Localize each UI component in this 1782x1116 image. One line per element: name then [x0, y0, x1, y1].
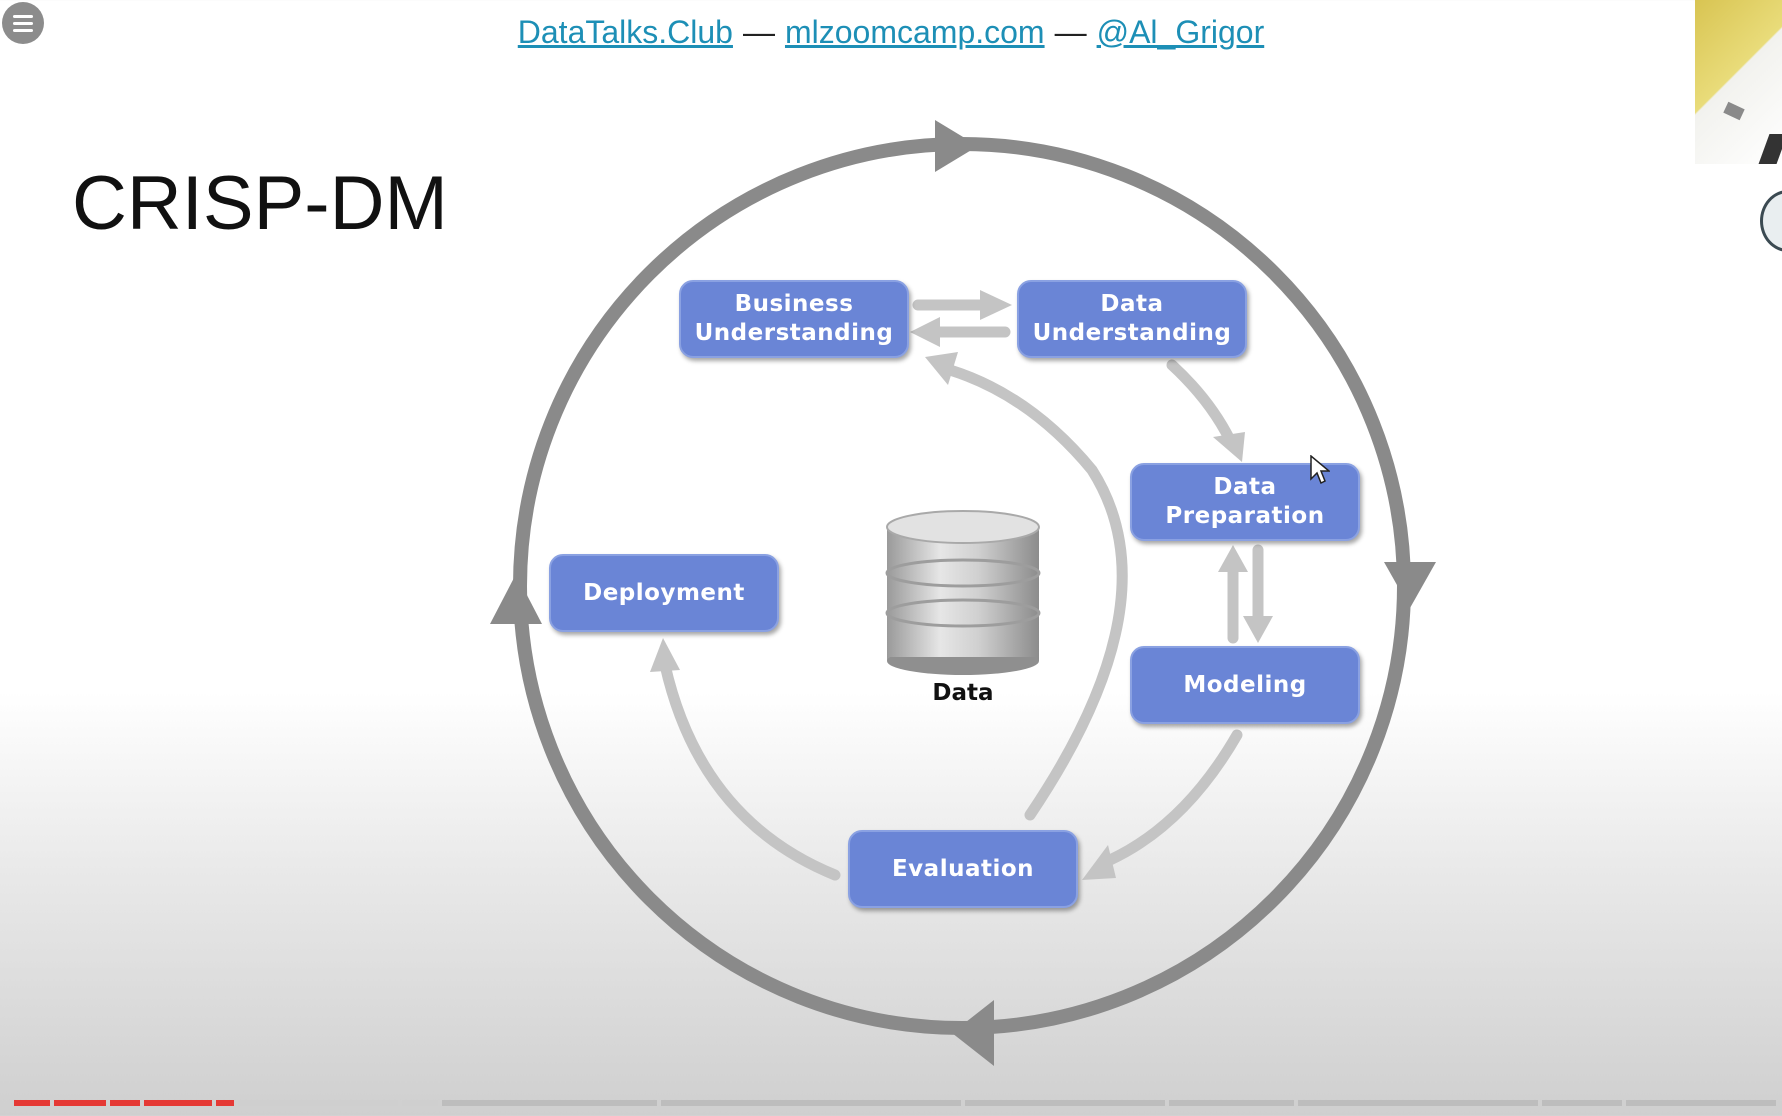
progress-played-segment [54, 1100, 106, 1106]
node-deployment: Deployment [549, 554, 779, 632]
inner-arrows [659, 299, 1264, 881]
slide-title: CRISP-DM [72, 161, 448, 246]
link-mlzoomcamp[interactable]: mlzoomcamp.com [784, 14, 1045, 50]
node-data-preparation: Data Preparation [1130, 463, 1360, 541]
progress-unplayed-segment [238, 1100, 398, 1106]
link-twitter-handle[interactable]: @Al_Grigor [1096, 14, 1265, 50]
progress-unplayed-segment [661, 1100, 961, 1106]
arrowhead-to-preparation [1213, 432, 1245, 462]
separator: — [1054, 14, 1087, 50]
webcam-overlay [1695, 0, 1782, 164]
node-modeling: Modeling [1130, 646, 1360, 724]
ring-arrow-left [490, 574, 542, 624]
progress-unplayed-segment [1169, 1100, 1294, 1106]
progress-unplayed-segment [442, 1100, 657, 1106]
progress-played-segment [14, 1100, 50, 1106]
menu-icon [13, 13, 33, 34]
progress-unplayed-segment [1626, 1100, 1776, 1106]
arrow-evaluation-to-deployment [659, 659, 841, 881]
progress-played-segment [110, 1100, 140, 1106]
arrow-modeling-to-evaluation [1104, 729, 1243, 866]
header-links: DataTalks.Club—mlzoomcamp.com—@Al_Grigor [0, 14, 1782, 51]
progress-unplayed-segment [1298, 1100, 1538, 1106]
progress-played-segment [216, 1100, 234, 1106]
menu-button[interactable] [2, 2, 44, 44]
progress-unplayed-segment [965, 1100, 1165, 1106]
arrowhead-to-business [910, 317, 940, 347]
arrowhead-to-evaluation [1082, 845, 1116, 880]
arrowhead-to-deployment [650, 638, 680, 672]
mouse-cursor-icon [1310, 455, 1330, 485]
inner-arrowheads [650, 290, 1273, 880]
ring-arrow-right [1384, 562, 1436, 608]
database-icon [885, 510, 1041, 675]
node-evaluation: Evaluation [848, 830, 1078, 908]
arrow-understanding-to-preparation [1166, 359, 1236, 446]
data-label: Data [932, 680, 994, 706]
arrowhead-to-preparation-up [1218, 545, 1248, 572]
progress-unplayed-segment [402, 1100, 438, 1106]
arrowhead-to-data-understanding [980, 290, 1012, 320]
separator: — [742, 14, 775, 50]
arrowhead-to-business-big [925, 352, 958, 385]
arrow-evaluation-to-business [944, 364, 1128, 821]
node-data-understanding: Data Understanding [1017, 280, 1247, 358]
node-business-understanding: Business Understanding [679, 280, 909, 358]
arrowhead-to-modeling-down [1243, 616, 1273, 643]
ring-arrow-bottom [952, 1000, 994, 1066]
link-datatalks-club[interactable]: DataTalks.Club [517, 14, 733, 50]
ring-arrow-top [935, 120, 978, 172]
video-progress-bar[interactable] [14, 1100, 1782, 1106]
progress-played-segment [144, 1100, 212, 1106]
progress-unplayed-segment [1542, 1100, 1622, 1106]
